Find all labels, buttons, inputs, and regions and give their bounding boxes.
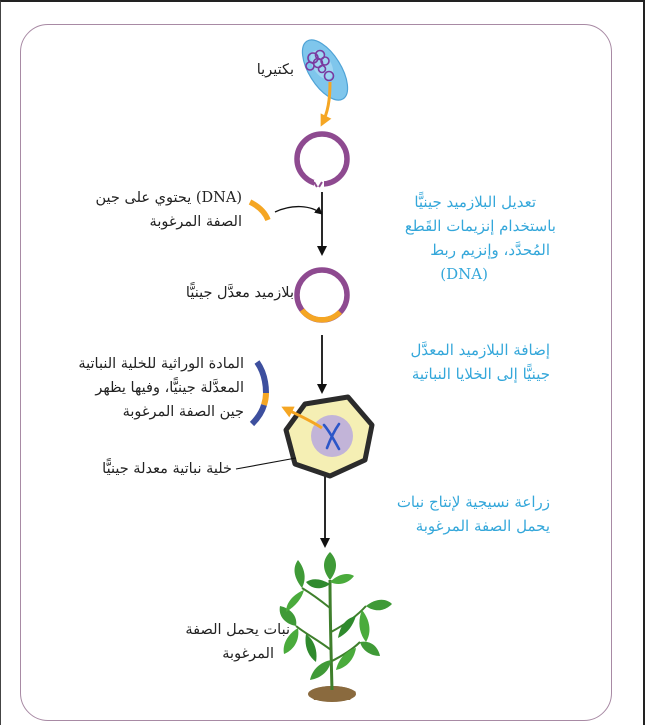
diagram-card xyxy=(20,24,612,721)
plant-cell-icon xyxy=(283,394,375,479)
step-1-line-3: المُحدَّد، وإنزيم ربط xyxy=(430,241,550,259)
plant-label-line-1: نبات يحمل الصفة xyxy=(185,622,290,638)
dna-gene-label-line-2: الصفة المرغوبة xyxy=(149,214,242,230)
bacteria-label: بكتيريا xyxy=(256,62,294,78)
modified-cell-label: خلية نباتية معدلة جينيًّا xyxy=(102,461,232,477)
step-2-line-1: إضافة البلازميد المعدَّل xyxy=(410,341,550,359)
plant-label-line-2: المرغوبة xyxy=(222,646,274,662)
dna-gene-label-line-1: (DNA) يحتوي على جين xyxy=(95,190,242,206)
plasmid-icon xyxy=(294,131,350,188)
genetic-material-label-line-3: جين الصفة المرغوبة xyxy=(122,404,244,420)
step-1-line-1: تعديل البلازميد جينيًّا xyxy=(414,193,536,211)
step-1-line-4: (DNA) xyxy=(440,265,488,283)
genetic-material-label-line-1: المادة الوراثية للخلية النباتية xyxy=(78,356,244,372)
gene-fragment-icon xyxy=(248,199,271,222)
modified-plasmid-label: بلازميد معدَّل جينيًّا xyxy=(185,285,294,301)
modified-plasmid-icon xyxy=(294,267,350,323)
plant-icon xyxy=(279,552,392,702)
genetic-material-label-line-2: المعدَّلة جينيًّا، وفيها يظهر xyxy=(95,380,244,396)
genetic-material-icon xyxy=(249,360,269,427)
bacteria-icon xyxy=(301,39,349,101)
insert-arrow xyxy=(274,205,323,215)
step-1-line-2: باستخدام إنزيمات القَطع xyxy=(404,217,556,235)
cell-pointer-line xyxy=(235,457,297,470)
expression-arrow xyxy=(281,406,323,430)
step-2-line-2: جينيًّا إلى الخلايا النباتية xyxy=(411,365,550,383)
step-3-line-2: يحمل الصفة المرغوبة xyxy=(415,517,550,535)
extraction-arrow xyxy=(320,81,332,127)
step-3-line-1: زراعة نسيجية لإنتاج نبات xyxy=(396,493,550,511)
